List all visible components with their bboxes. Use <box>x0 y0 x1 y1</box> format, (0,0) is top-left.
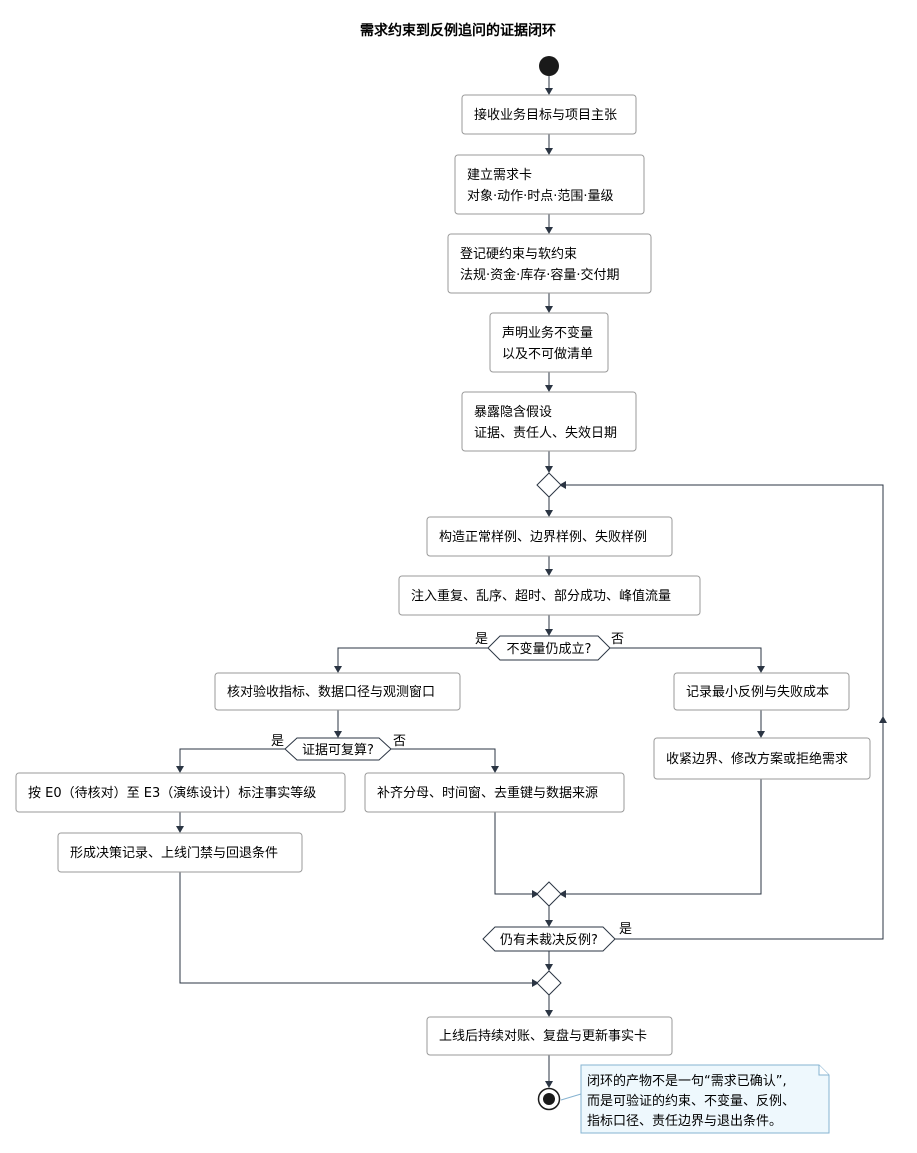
step-11-line-1: 按 E0（待核对）至 E3（演练设计）标注事实等级 <box>28 785 316 801</box>
step-3-line-2: 法规·资金·库存·容量·交付期 <box>460 267 620 283</box>
decision-evidence-no-label: 否 <box>393 734 406 749</box>
step-5: 暴露隐含假设 证据、责任人、失效日期 <box>461 391 637 452</box>
closing-note: 闭环的产物不是一句“需求已确认”, 而是可验证的约束、不变量、反例、 指标口径、… <box>580 1064 830 1134</box>
connectors <box>176 76 887 1101</box>
step-2-line-1: 建立需求卡 <box>467 168 532 183</box>
step-7-line-1: 注入重复、乱序、超时、部分成功、峰值流量 <box>411 588 671 604</box>
step-3-line-1: 登记硬约束与软约束 <box>460 247 577 262</box>
step-8: 核对验收指标、数据口径与观测窗口 <box>214 672 461 711</box>
loop-merge-diamond <box>536 472 562 498</box>
closing-note-line-3: 指标口径、责任边界与退出条件。 <box>587 1113 782 1129</box>
decision-evidence: 证据可复算? <box>284 737 392 761</box>
decision-invariant-no-label: 否 <box>611 632 624 647</box>
merge-diamond-2 <box>536 881 562 907</box>
step-13: 形成决策记录、上线门禁与回退条件 <box>57 832 303 873</box>
step-11: 按 E0（待核对）至 E3（演练设计）标注事实等级 <box>15 772 346 813</box>
step-12-line-1: 补齐分母、时间窗、去重键与数据来源 <box>377 785 598 801</box>
step-8-line-1: 核对验收指标、数据口径与观测窗口 <box>227 684 435 700</box>
step-9: 记录最小反例与失败成本 <box>673 672 850 711</box>
step-2-line-2: 对象·动作·时点·范围·量级 <box>467 189 614 204</box>
step-4-line-2: 以及不可做清单 <box>502 347 593 362</box>
step-1: 接收业务目标与项目主张 <box>461 94 637 135</box>
decision-invariant-label: 不变量仍成立? <box>507 641 592 657</box>
decision-evidence-yes-label: 是 <box>271 734 284 749</box>
step-5-line-2: 证据、责任人、失效日期 <box>474 426 617 441</box>
step-14: 上线后持续对账、复盘与更新事实卡 <box>426 1016 673 1056</box>
decision-evidence-label: 证据可复算? <box>302 743 374 758</box>
step-5-line-1: 暴露隐含假设 <box>474 404 552 420</box>
decision-invariant-yes-label: 是 <box>475 632 488 647</box>
step-9-line-1: 记录最小反例与失败成本 <box>686 685 829 700</box>
step-12: 补齐分母、时间窗、去重键与数据来源 <box>364 772 625 813</box>
diagram-title: 需求约束到反例追问的证据闭环 <box>360 22 556 38</box>
step-6-line-1: 构造正常样例、边界样例、失败样例 <box>439 530 647 545</box>
merge-diamond-3 <box>536 970 562 996</box>
step-7: 注入重复、乱序、超时、部分成功、峰值流量 <box>398 575 701 616</box>
step-14-line-1: 上线后持续对账、复盘与更新事实卡 <box>439 1028 647 1044</box>
step-2: 建立需求卡 对象·动作·时点·范围·量级 <box>454 154 645 215</box>
step-10: 收紧边界、修改方案或拒绝需求 <box>653 737 871 780</box>
step-3: 登记硬约束与软约束 法规·资金·库存·容量·交付期 <box>447 233 652 294</box>
decision-counterexample-yes-label: 是 <box>619 922 632 937</box>
step-1-line-1: 接收业务目标与项目主张 <box>474 107 617 123</box>
decision-invariant: 不变量仍成立? <box>487 635 611 661</box>
closing-note-line-1: 闭环的产物不是一句“需求已确认”, <box>587 1073 787 1089</box>
start-node <box>539 56 559 76</box>
step-6: 构造正常样例、边界样例、失败样例 <box>426 516 673 557</box>
decision-counterexample: 仍有未裁决反例? <box>482 926 616 952</box>
step-4-line-1: 声明业务不变量 <box>502 325 593 341</box>
step-13-line-1: 形成决策记录、上线门禁与回退条件 <box>70 845 278 861</box>
decision-counterexample-label: 仍有未裁决反例? <box>500 932 598 948</box>
step-4: 声明业务不变量 以及不可做清单 <box>489 312 609 373</box>
closing-note-line-2: 而是可验证的约束、不变量、反例、 <box>587 1093 795 1109</box>
step-10-line-1: 收紧边界、修改方案或拒绝需求 <box>666 751 848 767</box>
end-node <box>537 1087 561 1111</box>
